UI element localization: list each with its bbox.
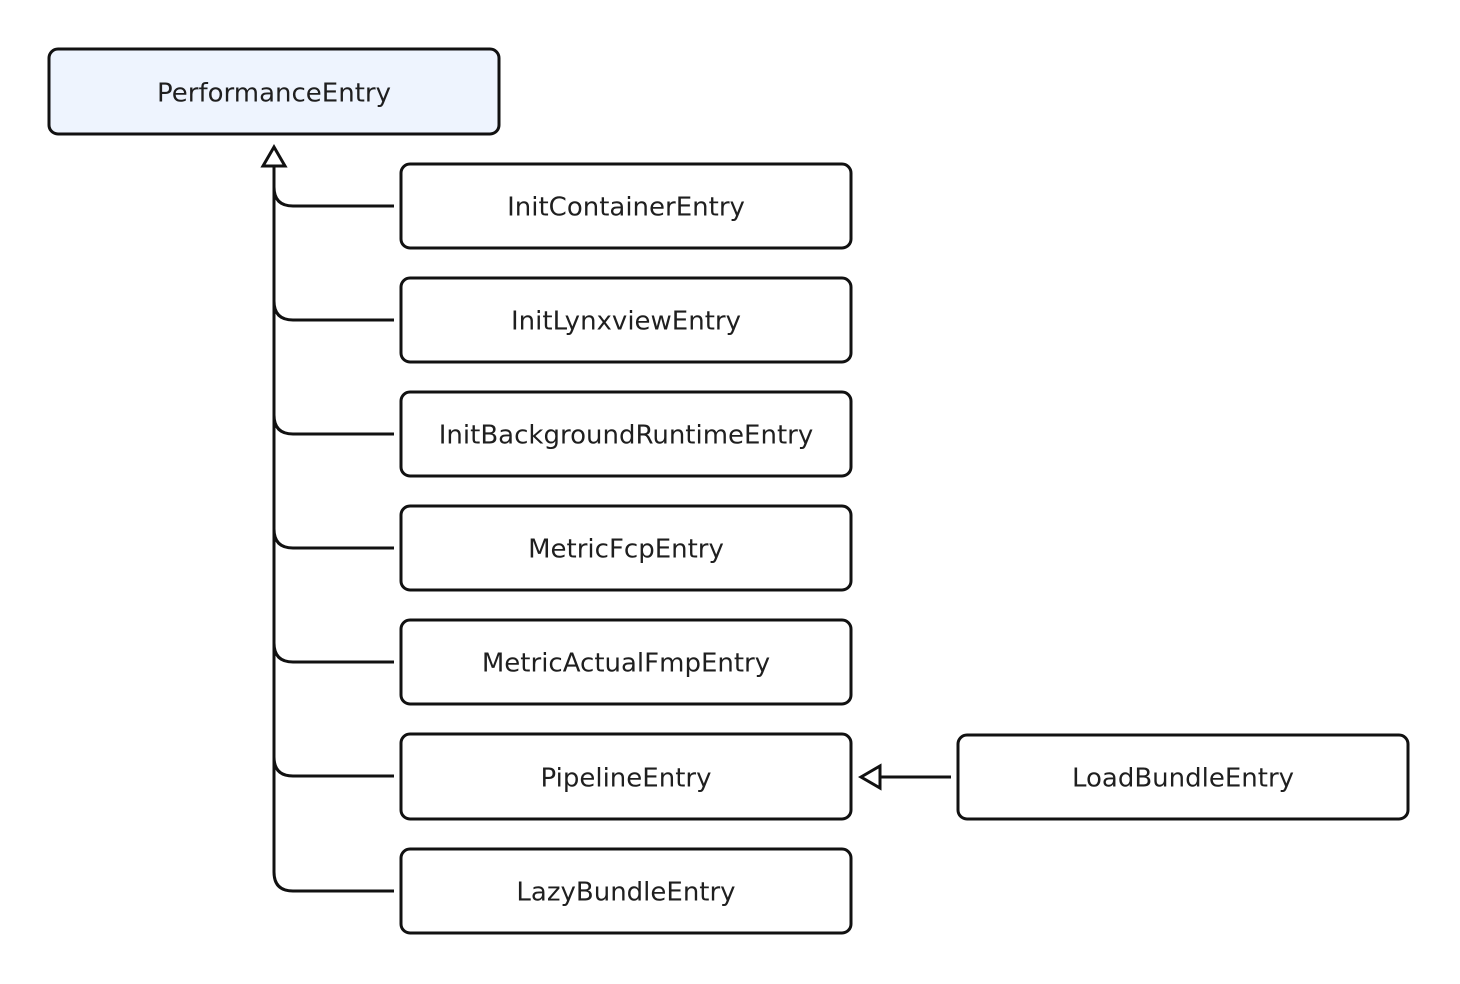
node-box	[399, 504, 853, 592]
node-box	[399, 162, 853, 250]
node-load-bundle-entry: LoadBundleEntry	[956, 733, 1410, 821]
node-performance-entry-box	[47, 47, 501, 136]
branch-connector	[272, 186, 394, 208]
node-label: LoadBundleEntry	[1072, 764, 1294, 794]
branch-connector	[272, 414, 394, 436]
node-pipeline-entry: PipelineEntry	[399, 732, 853, 821]
node-box	[399, 390, 853, 478]
branch-connector	[272, 756, 394, 778]
node-label: InitLynxviewEntry	[511, 307, 741, 337]
node-lazy-bundle-entry: LazyBundleEntry	[399, 847, 853, 935]
node-init-container-entry: InitContainerEntry	[399, 162, 853, 250]
node-label: LazyBundleEntry	[516, 878, 735, 908]
node-init-lynxview-entry: InitLynxviewEntry	[399, 276, 853, 364]
node-performance-entry: PerformanceEntry	[47, 47, 501, 136]
node-box	[399, 732, 853, 821]
node-metric-actual-fmp-entry: MetricActualFmpEntry	[399, 618, 853, 706]
node-metric-fcp-entry: MetricFcpEntry	[399, 504, 853, 592]
node-performance-entry-label: PerformanceEntry	[157, 79, 391, 109]
node-label: InitContainerEntry	[507, 193, 745, 223]
branch-connector	[272, 300, 394, 322]
node-label: PipelineEntry	[541, 764, 712, 794]
branch-connector	[272, 642, 394, 664]
branch-connector	[272, 528, 394, 550]
node-box	[399, 847, 853, 935]
node-box	[956, 733, 1410, 821]
branch-connector	[272, 871, 394, 893]
node-label: InitBackgroundRuntimeEntry	[439, 421, 813, 451]
node-init-background-runtime-entry: InitBackgroundRuntimeEntry	[399, 390, 853, 478]
node-label: MetricActualFmpEntry	[482, 649, 770, 679]
inheritance-arrowhead-root	[260, 144, 288, 168]
node-box	[399, 618, 853, 706]
node-label: MetricFcpEntry	[528, 535, 724, 565]
node-box	[399, 276, 853, 364]
inheritance-arrowhead-pipeline	[858, 763, 882, 791]
